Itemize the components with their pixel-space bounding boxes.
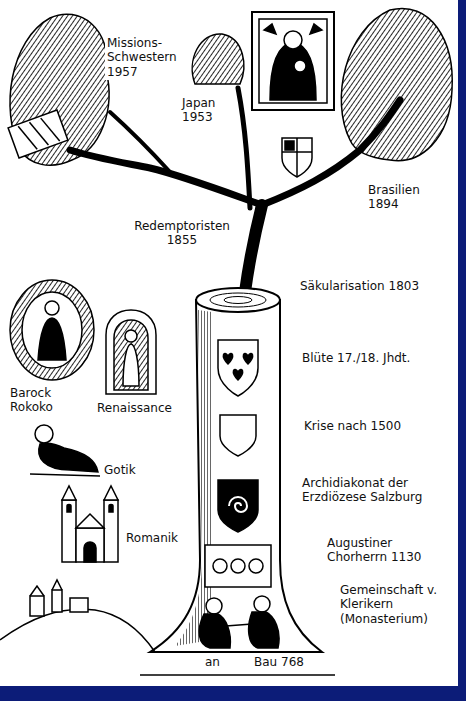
tree-stump-part bbox=[210, 293, 266, 307]
trunk-shields-part bbox=[243, 354, 252, 364]
icon-painting-part bbox=[259, 19, 327, 103]
trunk-shields-part bbox=[249, 559, 263, 573]
annotation-label: Bau 768 bbox=[252, 654, 316, 670]
kneeling-figures bbox=[199, 596, 279, 648]
annotation-label: Barock Rokoko bbox=[8, 385, 88, 416]
kneeling-figures-part bbox=[199, 614, 230, 648]
romanesque-church bbox=[62, 486, 118, 562]
annotation-label: Gemeinschaft v. Klerikern (Monasterium) bbox=[338, 582, 448, 627]
ground-part bbox=[70, 598, 88, 612]
annotation-label: Archidiakonat der Erzdiözese Salzburg bbox=[300, 475, 445, 506]
ground-part bbox=[140, 674, 335, 676]
tree-stump-part bbox=[150, 300, 322, 652]
branches bbox=[70, 88, 400, 292]
annotation-label: Redemptoristen 1855 bbox=[128, 218, 236, 249]
icon-painting-part bbox=[284, 31, 302, 49]
ground-part bbox=[30, 596, 44, 616]
gothic-figure-part bbox=[30, 474, 100, 476]
barock-medallion-part bbox=[22, 292, 82, 368]
trunk-shields-part bbox=[229, 497, 247, 512]
renaissance-niche-part bbox=[106, 310, 156, 394]
trunk-shields bbox=[205, 340, 271, 587]
tree-stump-part bbox=[175, 310, 212, 646]
annotation-label: Krise nach 1500 bbox=[302, 418, 442, 434]
romanesque-church-part bbox=[84, 542, 96, 562]
tree-stump bbox=[150, 288, 322, 652]
icon-painting-part bbox=[294, 60, 306, 72]
romanesque-church-part bbox=[67, 505, 113, 513]
annotation-label: Japan 1953 bbox=[180, 95, 228, 126]
trunk-shields-part bbox=[218, 480, 258, 532]
gothic-figure-part bbox=[39, 443, 98, 472]
trunk-shields-part bbox=[223, 354, 232, 364]
ground bbox=[0, 580, 335, 675]
annotation-label: Brasilien 1894 bbox=[366, 182, 446, 213]
barock-medallion-part bbox=[38, 318, 66, 360]
icon-painting bbox=[252, 12, 334, 110]
romanesque-church-part bbox=[76, 528, 104, 562]
ladder-icon bbox=[8, 110, 68, 158]
annotation-label: Blüte 17./18. Jhdt. bbox=[300, 350, 450, 366]
trunk-shields-part bbox=[218, 340, 258, 396]
ground-part bbox=[30, 580, 62, 596]
branches-part bbox=[238, 88, 250, 208]
kneeling-figures-part bbox=[254, 596, 270, 612]
ladder-icon-part bbox=[41, 115, 60, 145]
frame-border-part bbox=[0, 686, 466, 701]
ground-part bbox=[0, 609, 155, 652]
ground-part bbox=[52, 590, 62, 612]
cross-shield bbox=[282, 138, 312, 177]
annotation-label: Gotik bbox=[102, 462, 150, 478]
cross-shield-part bbox=[296, 138, 298, 176]
cross-shield-part bbox=[285, 141, 294, 150]
kneeling-figures-part bbox=[226, 624, 252, 626]
renaissance-niche-part bbox=[125, 330, 137, 342]
gothic-figure-part bbox=[35, 425, 53, 443]
ladder-icon-part bbox=[8, 110, 68, 158]
tree-stump-part bbox=[224, 297, 252, 304]
kneeling-figures-part bbox=[249, 612, 279, 648]
branches-part bbox=[245, 205, 262, 292]
cross-shield-part bbox=[282, 151, 312, 153]
annotation-label: Augustiner Chorherrn 1130 bbox=[325, 535, 435, 566]
foliage bbox=[10, 8, 452, 165]
renaissance-niche bbox=[106, 310, 156, 394]
foliage-part bbox=[341, 8, 452, 160]
barock-medallion bbox=[10, 280, 94, 380]
annotation-label: Missions-Schwestern 1957 bbox=[105, 35, 185, 80]
annotation-label: Romanik bbox=[124, 530, 186, 546]
foliage-part bbox=[192, 34, 244, 84]
icon-painting-part bbox=[270, 42, 316, 100]
romanesque-church-part bbox=[104, 486, 118, 500]
icon-painting-part bbox=[264, 24, 276, 34]
tree-stump-part bbox=[196, 288, 280, 312]
renaissance-niche-part bbox=[114, 320, 148, 390]
trunk-shields-part bbox=[233, 370, 242, 380]
barock-medallion-part bbox=[10, 280, 94, 380]
romanesque-church-part bbox=[76, 514, 104, 528]
branches-part bbox=[70, 150, 262, 205]
trunk-shields-part bbox=[205, 545, 271, 587]
frame-border-part bbox=[458, 0, 466, 701]
trunk-shields-part bbox=[220, 415, 256, 456]
branches-part bbox=[110, 112, 170, 172]
annotation-label: an bbox=[203, 654, 231, 670]
renaissance-niche-part bbox=[123, 344, 139, 386]
annotation-label: Renaissance bbox=[95, 400, 187, 416]
barock-medallion-part bbox=[45, 301, 59, 315]
romanesque-church-part bbox=[62, 486, 76, 500]
gothic-figure bbox=[30, 425, 100, 476]
trunk-shields-part bbox=[213, 559, 227, 573]
trunk-shields-part bbox=[231, 559, 245, 573]
cross-shield-part bbox=[282, 138, 312, 177]
kneeling-figures-part bbox=[206, 598, 222, 614]
icon-painting-part bbox=[252, 12, 334, 110]
icon-painting-part bbox=[310, 24, 322, 34]
annotation-label: Säkularisation 1803 bbox=[298, 278, 453, 294]
